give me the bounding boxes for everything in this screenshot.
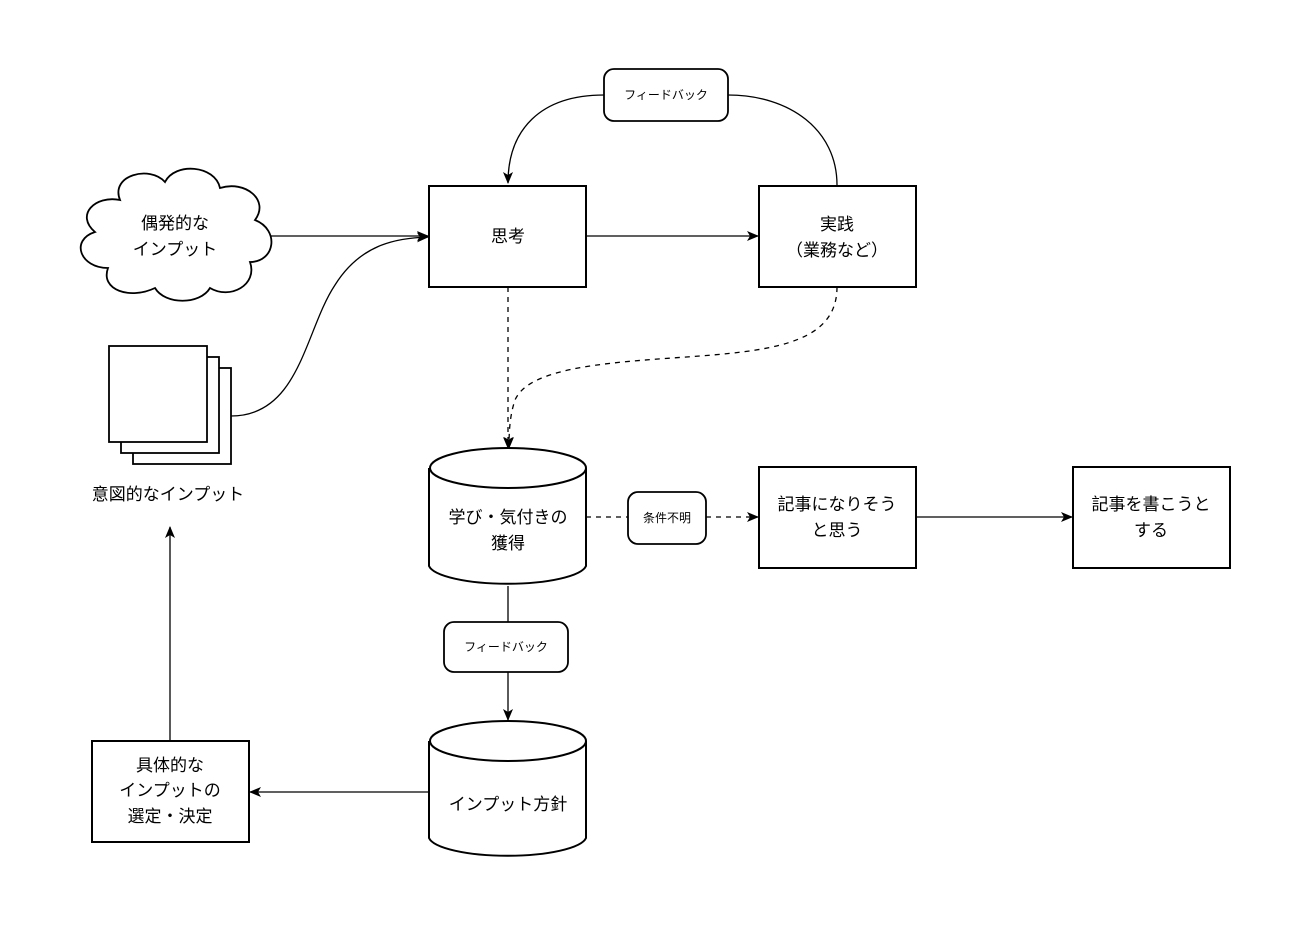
node-manabi-line2: 獲得	[491, 534, 525, 554]
jouken-text: 条件不明	[643, 511, 691, 525]
node-gutai-line2: インプットの	[119, 781, 221, 801]
feedback-bottom-text: フィードバック	[464, 640, 548, 654]
node-houshin: インプット方針	[428, 720, 587, 857]
node-manabi-line1: 学び・気付きの	[449, 508, 568, 528]
node-houshin-label: インプット方針	[449, 795, 568, 815]
node-manabi: 学び・気付きの 獲得	[428, 447, 587, 585]
node-jissen-line1: 実践	[820, 215, 854, 235]
node-kiji-kaku: 記事を書こうと する	[1072, 466, 1231, 569]
node-kiji-kaku-line2: する	[1134, 521, 1168, 541]
node-jissen: 実践 （業務など）	[758, 185, 917, 288]
node-shikou: 思考	[428, 185, 587, 288]
node-jissen-line2: （業務など）	[786, 241, 888, 261]
node-shikou-label: 思考	[491, 227, 525, 247]
edge-feedback-top	[727, 94, 838, 186]
cylinder-shape	[428, 741, 587, 857]
jouken-label: 条件不明	[627, 491, 707, 545]
node-kiji-naru-line1: 記事になりそう	[778, 495, 897, 515]
edge-ito-to-shikou	[230, 232, 429, 417]
node-kiji-naru-line2: と思う	[812, 521, 863, 541]
node-gutai-line1: 具体的な	[136, 756, 204, 776]
node-guuhatsu: 偶発的な インプット	[79, 167, 273, 302]
edges	[165, 94, 1073, 797]
node-ito-label: 意図的なインプット	[92, 485, 245, 505]
cylinder-shape	[428, 468, 587, 585]
cloud-shape	[79, 167, 273, 302]
node-kiji-kaku-line1: 記事を書こうと	[1092, 495, 1211, 515]
feedback-label-top: フィードバック	[603, 68, 729, 122]
document-stack-icon	[108, 345, 232, 465]
feedback-top-text: フィードバック	[624, 88, 708, 102]
node-gutai-line3: 選定・決定	[128, 807, 213, 827]
node-guuhatsu-line2: インプット	[133, 240, 218, 260]
edge-feedback-top-arrow	[503, 94, 605, 184]
node-ito: 意図的なインプット	[92, 345, 245, 505]
node-guuhatsu-line1: 偶発的な	[141, 214, 209, 234]
node-kiji-naru: 記事になりそう と思う	[758, 466, 917, 569]
edge-jissen-to-manabi	[504, 286, 838, 449]
node-gutai: 具体的な インプットの 選定・決定	[91, 740, 250, 843]
feedback-label-bottom: フィードバック	[443, 621, 569, 673]
